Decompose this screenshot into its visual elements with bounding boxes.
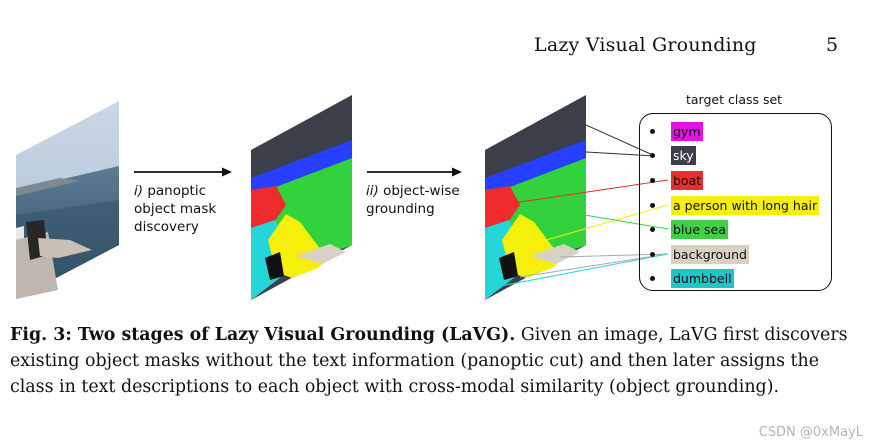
class-label-blue-sea: blue sea: [671, 219, 728, 239]
bullet-icon: [650, 251, 655, 257]
step2-line1: object-wise: [378, 183, 460, 199]
class-label-sky: sky: [671, 145, 696, 165]
bullet-icon: [650, 226, 655, 232]
class-item-dumbbell: dumbbell: [650, 268, 734, 288]
class-item-sky: sky: [650, 145, 696, 165]
class-item-background: background: [650, 244, 749, 264]
bullet-icon: [650, 177, 655, 183]
bullet-icon: [650, 152, 655, 158]
step2-index: ii): [366, 183, 379, 199]
class-label-boat: boat: [671, 170, 704, 190]
class-label-dumbbell: dumbbell: [671, 268, 734, 288]
step1-line2: object mask: [134, 201, 217, 217]
class-item-gym: gym: [650, 121, 703, 141]
arrow-step1: [134, 167, 232, 177]
step1-label: i) panoptic object mask discovery: [134, 182, 216, 236]
mask-panel-panoptic: [251, 95, 352, 300]
arrow-step2: [367, 167, 462, 177]
target-class-set-box: [639, 113, 832, 291]
step1-line1: panoptic: [143, 183, 207, 199]
caption-text: Given an image, LaVG first discovers exi…: [10, 325, 848, 397]
input-photo: [16, 101, 119, 299]
caption-bold: Fig. 3: Two stages of Lazy Visual Ground…: [10, 325, 516, 345]
running-title: Lazy Visual Grounding: [534, 34, 757, 56]
watermark: CSDN @0xMayL: [758, 425, 863, 440]
class-item-blue-sea: blue sea: [650, 219, 728, 239]
grounding-lines: [489, 124, 669, 289]
bullet-icon: [650, 275, 655, 281]
figure-caption: Fig. 3: Two stages of Lazy Visual Ground…: [10, 322, 848, 400]
mask-panel-grounded: [485, 95, 586, 300]
step1-line3: discovery: [134, 219, 199, 235]
class-label-background: background: [671, 244, 749, 264]
bullet-icon: [650, 202, 655, 208]
step2-label: ii) object-wise grounding: [366, 182, 460, 218]
step1-index: i): [134, 183, 144, 199]
class-label-person: a person with long hair: [671, 195, 820, 215]
class-item-boat: boat: [650, 170, 704, 190]
target-class-set-title: target class set: [686, 92, 783, 107]
class-label-gym: gym: [671, 121, 703, 141]
bullet-icon: [650, 128, 655, 134]
step2-line2: grounding: [366, 201, 435, 217]
class-item-person: a person with long hair: [650, 195, 820, 215]
page-number: 5: [826, 34, 839, 56]
